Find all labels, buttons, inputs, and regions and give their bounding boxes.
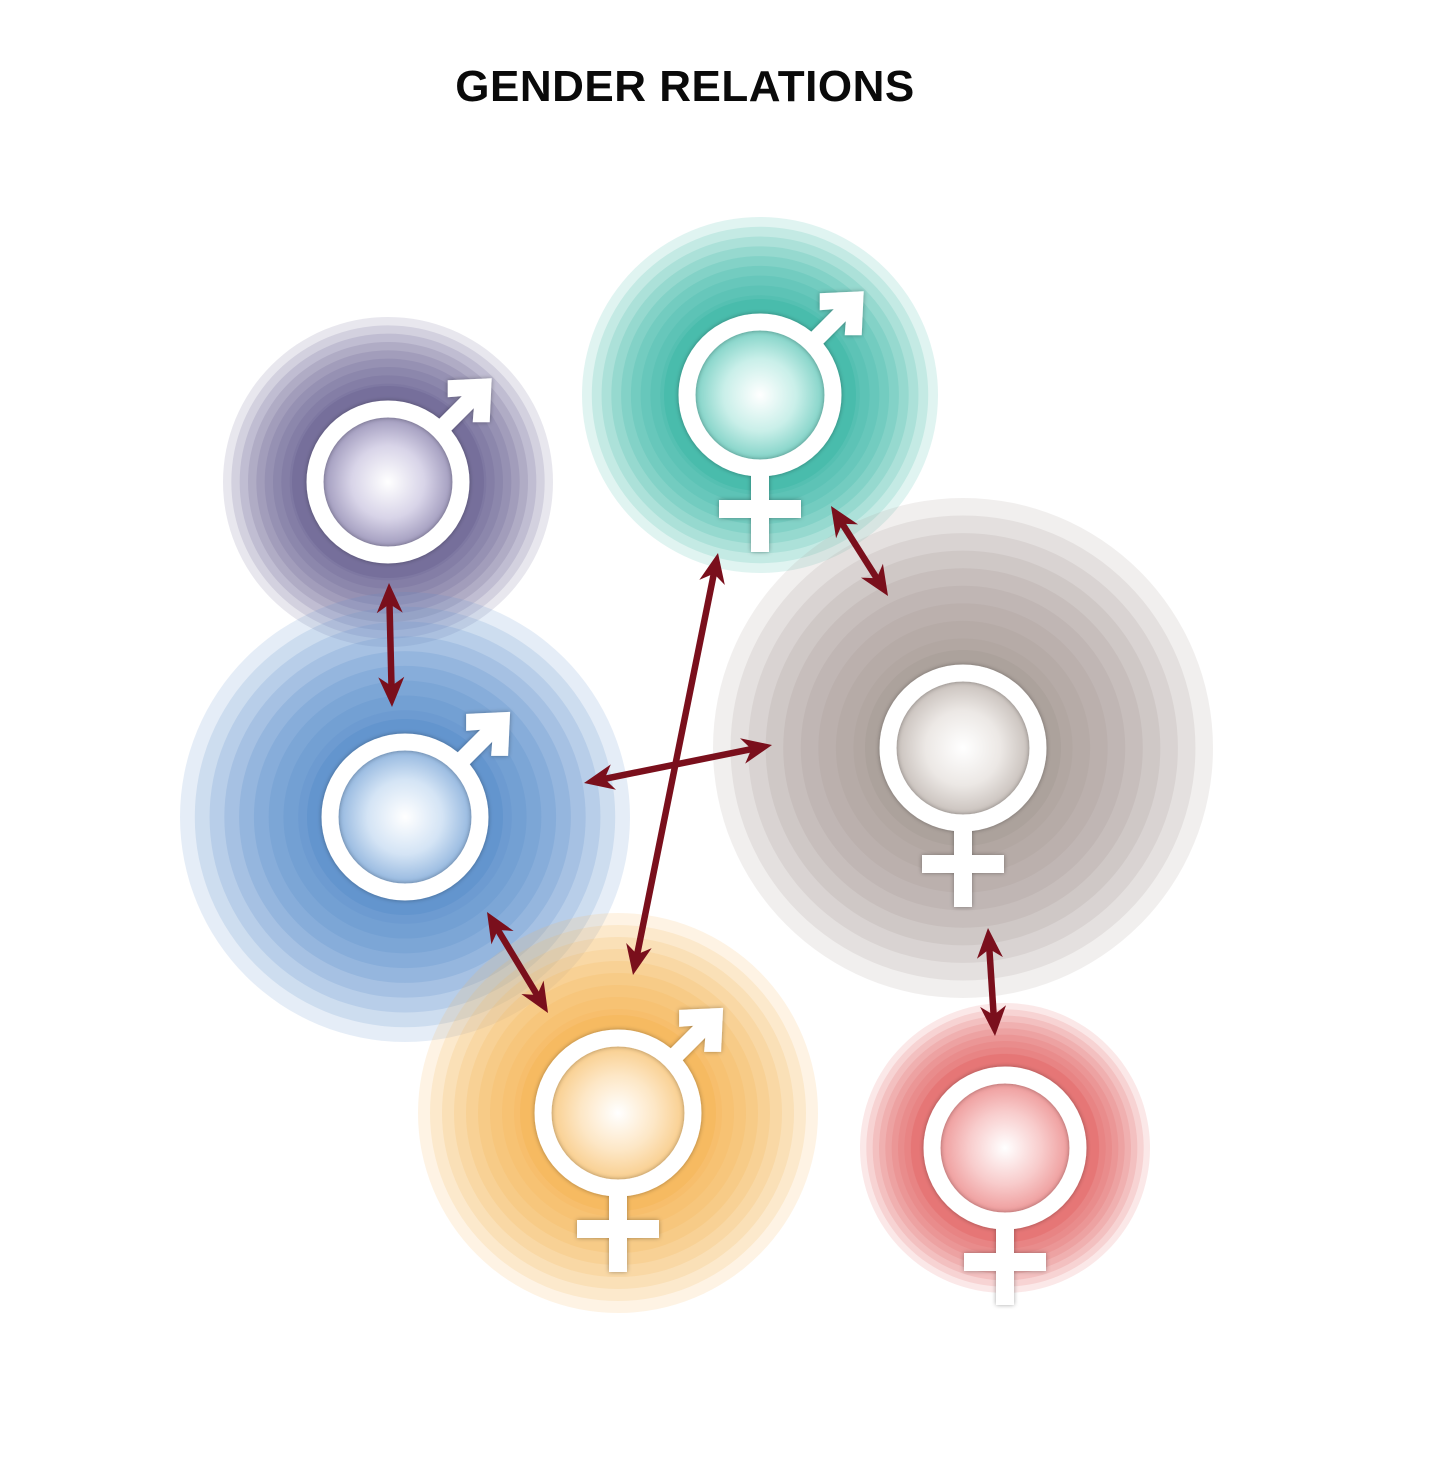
symbol-center-ball bbox=[322, 416, 454, 548]
node-blue bbox=[180, 592, 630, 1042]
node-red bbox=[860, 1003, 1150, 1305]
arrow-head bbox=[699, 553, 725, 585]
male-symbol-icon bbox=[321, 711, 511, 901]
relation-arrow-gray-red bbox=[976, 928, 1007, 1036]
relation-arrow-purple-blue bbox=[376, 583, 405, 707]
arrow-head bbox=[584, 764, 616, 790]
diagram-title: GENDER RELATIONS bbox=[455, 62, 915, 111]
arrow-shaft bbox=[986, 947, 997, 1017]
node-orange bbox=[418, 913, 818, 1313]
arrow-shaft bbox=[494, 927, 541, 998]
male-female-symbol-icon bbox=[534, 1007, 724, 1272]
arrow-head bbox=[626, 943, 652, 975]
female-symbol-icon bbox=[923, 1066, 1087, 1305]
node-layer bbox=[180, 217, 1213, 1313]
node-gray bbox=[713, 498, 1213, 998]
node-purple bbox=[223, 317, 553, 647]
arrow-head bbox=[376, 583, 403, 614]
symbol-center-ball bbox=[694, 329, 826, 461]
arrow-head bbox=[378, 676, 405, 707]
arrow-head bbox=[980, 1005, 1007, 1036]
arrow-shaft bbox=[838, 521, 881, 581]
arrow-head bbox=[740, 738, 772, 764]
relation-arrow-blue-gray bbox=[584, 738, 772, 790]
arrow-head bbox=[976, 928, 1003, 959]
relation-arrow-blue-orange bbox=[487, 912, 548, 1013]
arrow-head bbox=[521, 980, 548, 1013]
symbol-center-ball bbox=[550, 1045, 686, 1181]
arrow-shaft bbox=[602, 745, 754, 783]
male-female-symbol-icon bbox=[678, 291, 864, 552]
symbol-center-ball bbox=[895, 680, 1031, 816]
relation-arrow-teal-gray bbox=[831, 506, 888, 596]
node-teal bbox=[582, 217, 938, 573]
symbol-center-ball bbox=[337, 749, 473, 885]
arrow-head bbox=[860, 563, 888, 596]
symbol-center-ball bbox=[939, 1082, 1071, 1214]
arrow-head bbox=[487, 912, 514, 945]
arrow-head bbox=[831, 506, 859, 539]
arrow-layer bbox=[376, 506, 1007, 1036]
female-symbol-icon bbox=[879, 664, 1047, 907]
male-symbol-icon bbox=[306, 378, 492, 564]
arrow-shaft bbox=[386, 602, 395, 688]
